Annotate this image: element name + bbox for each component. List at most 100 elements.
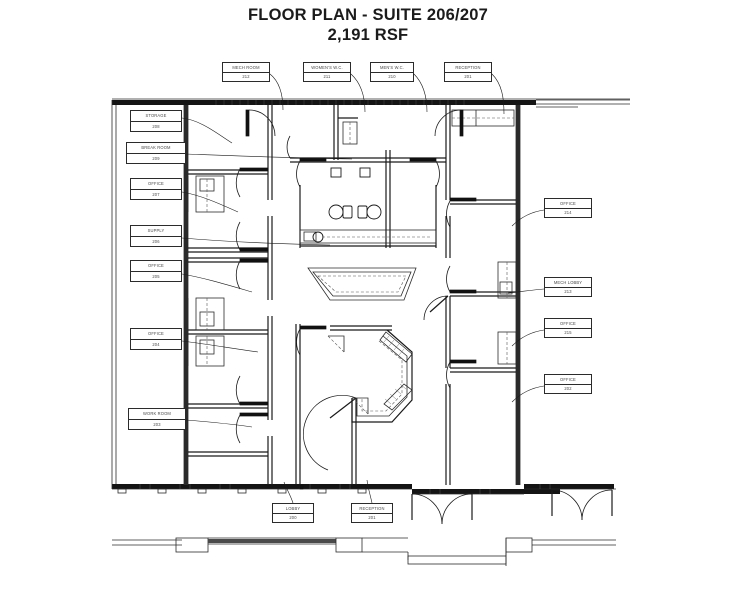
built-in-closet <box>195 175 225 213</box>
room-number: 209 <box>152 155 160 161</box>
room-name: BREAK ROOM <box>127 143 185 154</box>
room-name: MECH LOBBY <box>545 278 591 288</box>
leader-line <box>185 153 353 160</box>
room-number: 215 <box>564 330 572 336</box>
room-name: OFFICE <box>131 261 181 272</box>
door <box>235 221 269 252</box>
room-name: OFFICE <box>131 179 181 190</box>
transaction-counter <box>383 383 413 411</box>
room-name: OFFICE <box>545 375 591 385</box>
room-name: STORAGE <box>131 111 181 122</box>
exterior-wall-bottom <box>112 484 616 495</box>
built-in-closet <box>195 335 225 367</box>
reception-lobby <box>295 324 413 485</box>
room-number: 202 <box>564 386 572 392</box>
door <box>286 135 291 159</box>
leader-line <box>181 237 331 246</box>
room-name: MECH ROOM <box>223 63 269 73</box>
room-number: 206 <box>152 238 160 244</box>
room-number: 212 <box>242 74 250 80</box>
door <box>235 375 269 406</box>
room-number: 213 <box>564 289 572 295</box>
room-callout: MEN'S W.C.210 <box>370 62 414 82</box>
toilet-fixture <box>357 204 382 220</box>
leader-line <box>511 209 545 227</box>
room-number: 211 <box>323 74 331 80</box>
room-name: RECEPTION <box>445 63 491 73</box>
right-offices <box>423 105 517 485</box>
room-number: 205 <box>152 273 160 279</box>
exterior-wall-top <box>112 98 630 105</box>
angled-counter <box>307 267 417 301</box>
door <box>235 258 269 290</box>
room-number: 203 <box>153 421 161 427</box>
transaction-counter <box>379 331 413 363</box>
door <box>302 394 357 471</box>
room-callout: WOMEN'S W.C.211 <box>303 62 351 82</box>
room-name: WORK ROOM <box>129 409 185 420</box>
door <box>296 325 327 356</box>
room-name: OFFICE <box>131 329 181 340</box>
core-entry-doors <box>245 109 464 159</box>
room-name: OFFICE <box>545 319 591 329</box>
door <box>245 109 276 137</box>
room-name: MEN'S W.C. <box>371 63 413 73</box>
exit-doors <box>299 484 613 525</box>
door <box>409 157 440 188</box>
door <box>446 197 477 228</box>
door <box>423 295 449 321</box>
leader-line <box>491 73 505 115</box>
label-leader-lines <box>181 73 545 504</box>
door-pair <box>551 489 613 521</box>
page-title: FLOOR PLAN - SUITE 206/207 2,191 RSF <box>0 5 736 45</box>
leader-line <box>185 419 253 428</box>
leader-line <box>511 329 545 347</box>
central-core-restrooms <box>290 105 446 301</box>
leader-line <box>507 288 545 294</box>
door <box>235 412 269 444</box>
room-name: OFFICE <box>545 199 591 209</box>
room-number: 200 <box>289 515 297 521</box>
door <box>434 109 464 137</box>
room-name: SUPPLY <box>131 226 181 237</box>
leader-line <box>511 385 545 403</box>
leader-line <box>413 73 428 113</box>
built-in-closet <box>195 297 225 331</box>
leader-line <box>181 117 233 144</box>
built-in-closet <box>497 331 517 365</box>
room-number: 204 <box>152 341 160 347</box>
room-name: WOMEN'S W.C. <box>304 63 350 73</box>
room-name: RECEPTION <box>352 504 392 514</box>
door <box>235 167 269 198</box>
room-name: LOBBY <box>273 504 313 514</box>
leader-line <box>181 340 259 353</box>
leader-line <box>181 191 239 213</box>
door <box>446 359 477 389</box>
room-number: 201 <box>464 74 472 80</box>
door <box>446 265 477 294</box>
lavatory-counter <box>299 229 437 244</box>
title-line-1: FLOOR PLAN - SUITE 206/207 <box>248 6 488 24</box>
toilet-fixture <box>328 204 353 220</box>
room-number: 207 <box>152 191 160 197</box>
door <box>299 484 304 490</box>
leader-line <box>181 273 253 293</box>
title-line-2: 2,191 RSF <box>327 26 409 44</box>
reception-desk <box>351 329 413 485</box>
